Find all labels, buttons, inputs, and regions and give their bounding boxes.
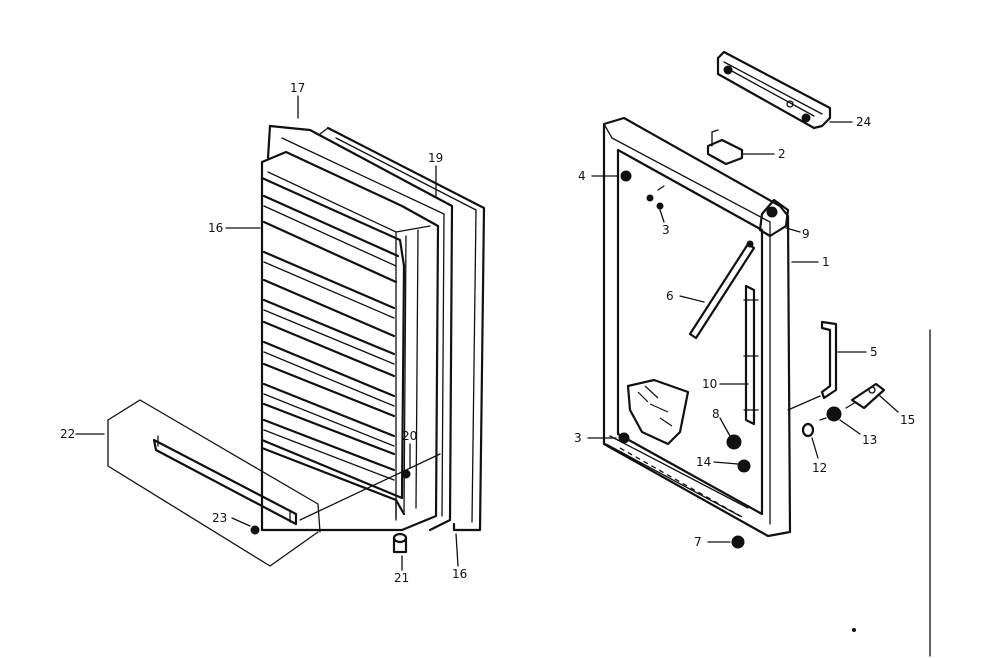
- callout-13: 13: [862, 433, 877, 447]
- callout-3-top: 3: [662, 223, 670, 237]
- callout-9: 9: [802, 227, 810, 241]
- callout-14: 14: [696, 455, 711, 469]
- callout-8: 8: [712, 407, 720, 421]
- callout-4: 4: [578, 169, 586, 183]
- callout-2: 2: [778, 147, 786, 161]
- callout-17: 17: [290, 81, 305, 95]
- callout-5: 5: [870, 345, 878, 359]
- callout-15: 15: [900, 413, 915, 427]
- leader-lines: [75, 95, 899, 571]
- callout-7: 7: [694, 535, 702, 549]
- callout-22: 22: [60, 427, 75, 441]
- callout-12: 12: [812, 461, 827, 475]
- callout-10: 10: [702, 377, 717, 391]
- callout-16-right: 16: [452, 567, 467, 581]
- door-rack-kit: [107, 399, 321, 567]
- outer-door-assembly: [602, 50, 931, 657]
- callout-23: 23: [212, 511, 227, 525]
- callout-3-bottom: 3: [574, 431, 582, 445]
- callout-24: 24: [856, 115, 871, 129]
- callout-20: 20: [402, 429, 417, 443]
- door-liner-assembly: [260, 124, 486, 554]
- callout-19: 19: [428, 151, 443, 165]
- callout-labels: 17 19 16 22 20 23 21 16 24 2 4 3 9 1 6 5…: [60, 81, 915, 585]
- callout-21: 21: [394, 571, 409, 585]
- callout-6-rod: 6: [666, 289, 674, 303]
- callout-1: 1: [822, 255, 830, 269]
- callout-16-left: 16: [208, 221, 223, 235]
